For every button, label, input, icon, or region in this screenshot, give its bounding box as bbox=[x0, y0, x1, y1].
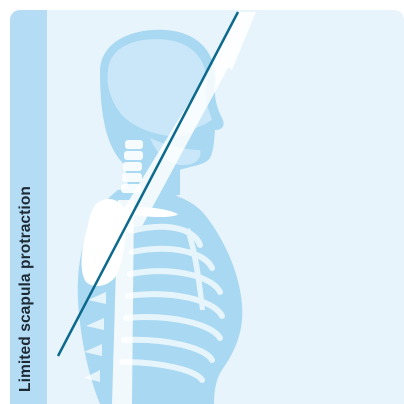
side-label: Limited scapula protraction bbox=[18, 186, 34, 392]
